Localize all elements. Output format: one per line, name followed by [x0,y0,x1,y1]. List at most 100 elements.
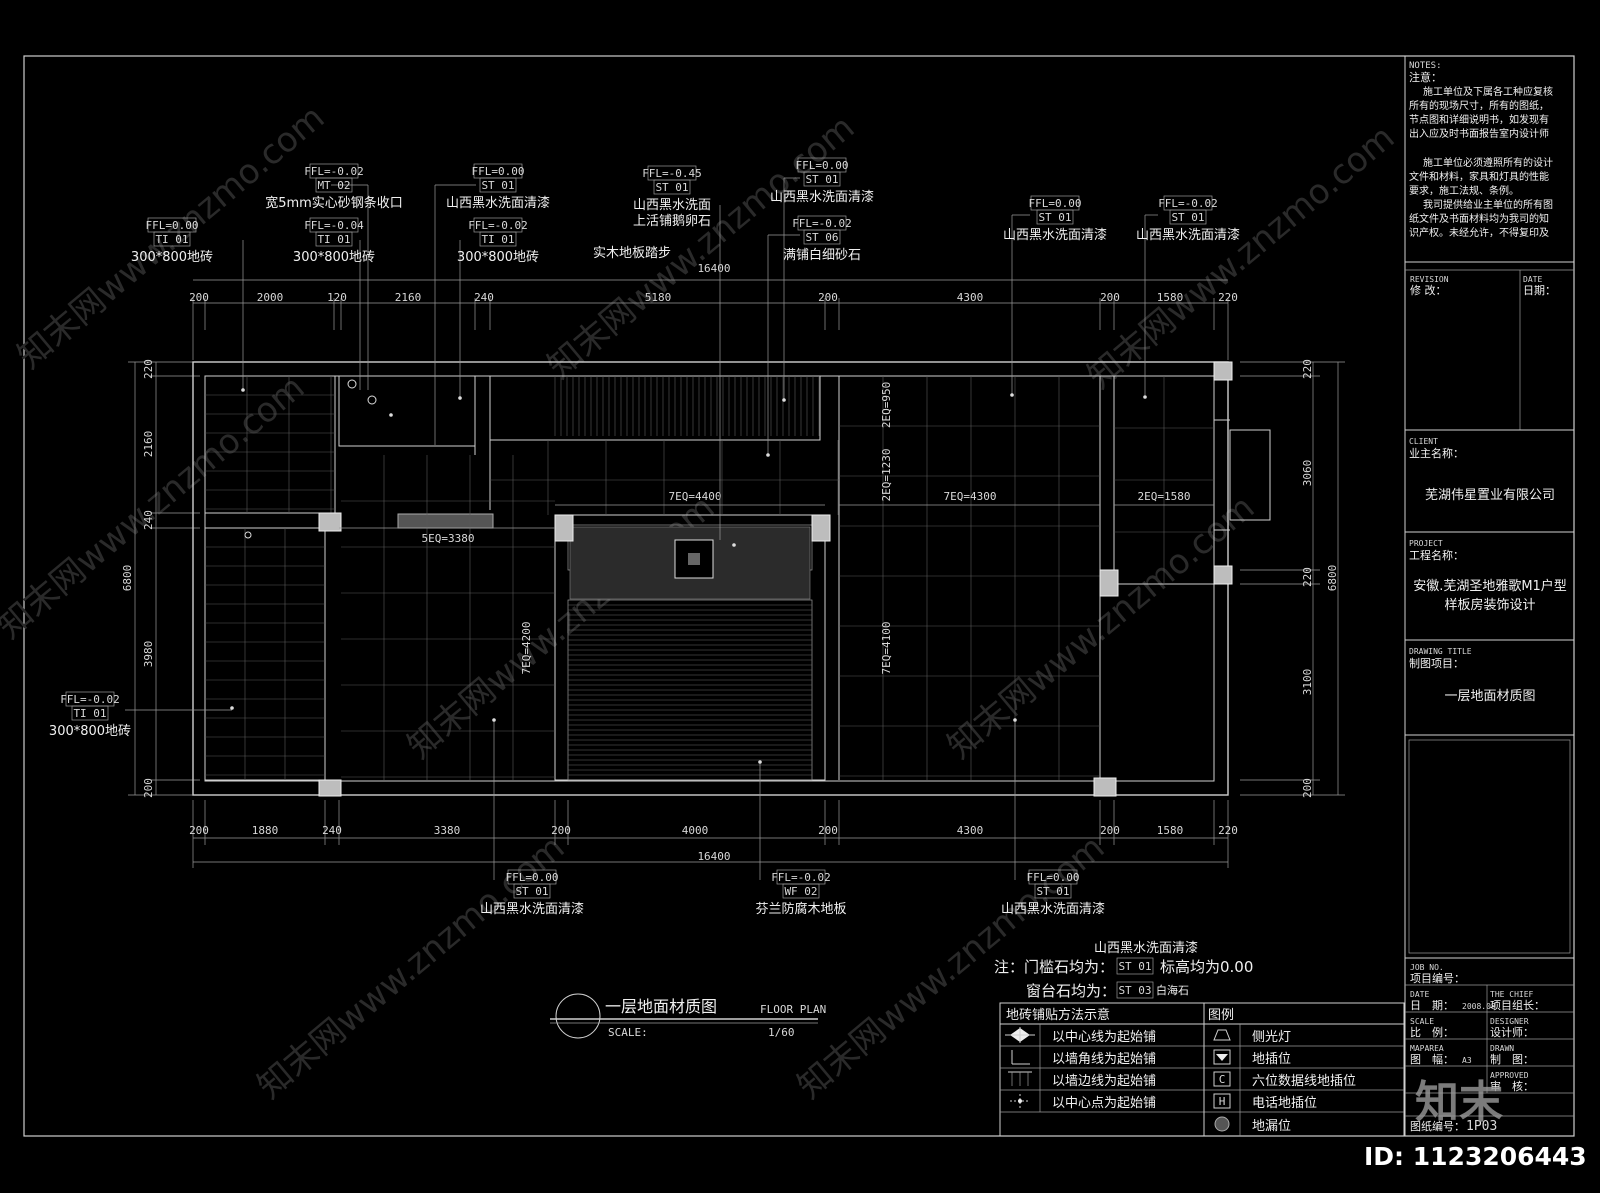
client-en: CLIENT [1409,437,1438,446]
size-en: MAPAREA [1410,1044,1444,1053]
scale-cn: 比 例： [1410,1025,1454,1039]
size-value: A3 [1462,1056,1472,1065]
watermark-text: 知末网www.znzmo.com [250,827,572,1106]
tag-ffl: FFL=0.00 [796,159,849,172]
brand-logo: 知末 [1415,1077,1503,1128]
tag-code: ST 01 [805,173,838,186]
stair-treads [554,376,820,436]
dim-left: 200 [142,778,155,798]
tag-desc-2: 上活铺鹅卵石 [633,213,711,229]
tag-ffl: FFL=0.00 [506,871,559,884]
deck-boards [568,604,812,776]
wall-edge-icon [1008,1071,1032,1086]
watermark-text: 知末网www.znzmo.com [1080,117,1402,396]
notes-cn: 注意： [1409,70,1442,84]
left-dimensions: 220 2160 240 3980 200 6800 [121,359,200,798]
notes-line2b: 白海石 [1156,983,1189,997]
tag-code: TI 01 [155,233,188,246]
right-dimensions: 220 3060 220 3100 200 6800 [1240,359,1345,798]
dim-top: 200 [1100,291,1120,304]
tag-desc: 山西黑水洗面清漆 [1136,227,1240,243]
tile-grids [205,376,1214,780]
date2-en: DATE [1410,990,1429,999]
client-cn: 业主名称： [1409,446,1464,460]
notes-line1a: 注：门槛石均为： [994,958,1114,976]
approved-cn: 审 核： [1490,1079,1534,1093]
legend-table: 地砖铺贴方法示意 图例 以中心线为起始铺 以墙角线为起始铺 以墙边线为起始铺 以… [999,1002,1405,1137]
floor-socket-icon [1213,1049,1231,1065]
symbol-glyph: H [1219,1095,1226,1108]
notes-line: 出入应及时书面报告室内设计师 [1409,127,1549,140]
tag-ffl: FFL=0.00 [1027,871,1080,884]
notes-line: 识产权。未经允许，不得复印及 [1409,226,1549,239]
tag-desc: 山西黑水洗面清漆 [770,189,874,205]
job-en: JOB NO. [1410,963,1444,972]
tag-code: ST 06 [805,231,838,244]
legend-header-left: 地砖铺贴方法示意 [1006,1007,1110,1023]
tag-desc: 山西黑水洗面清漆 [1001,901,1105,917]
notes-line: 要求，施工法规、条例。 [1409,184,1519,197]
dim-top: 120 [327,291,347,304]
dim-top: 1580 [1157,291,1184,304]
chief-cn: 项目组长： [1490,998,1545,1012]
tag-code: ST 01 [515,885,548,898]
revision-cn: 修 改： [1410,283,1447,297]
legend-method: 以墙角线为起始铺 [1052,1052,1156,1067]
data-socket-icon: C [1213,1071,1231,1087]
eq-dim: 7EQ=4300 [944,490,997,503]
eq-dim: 7EQ=4100 [880,622,893,675]
eq-dim: 5EQ=3380 [422,532,475,545]
dim-right-total: 6800 [1326,565,1339,592]
date2-cn: 日 期： [1410,999,1454,1012]
tag-code: TI 01 [73,707,106,720]
tag-code: ST 01 [1038,211,1071,224]
project-cn: 工程名称： [1409,548,1464,562]
dim-top: 240 [474,291,494,304]
leader-lines [125,177,1158,880]
dim-right: 3100 [1301,669,1314,696]
legend-symbol-label: 侧光灯 [1252,1030,1291,1045]
center-line-icon [1005,1027,1035,1043]
dim-top: 2160 [395,291,422,304]
dim-bottom: 3380 [434,824,461,837]
dim-left-total: 6800 [121,565,134,592]
dim-right: 3060 [1301,460,1314,487]
drawing-title-label-cn: 制图项目： [1409,657,1464,670]
tag-desc: 山西黑水洗面清漆 [446,195,550,211]
tag-code: ST 01 [1036,885,1069,898]
legend-method: 以中心线为起始铺 [1052,1030,1156,1045]
dim-top: 4300 [957,291,984,304]
dim-left: 2160 [142,431,155,458]
tag-code: MT 02 [317,179,350,192]
dim-top: 220 [1218,291,1238,304]
image-id: ID: 1123206443 [1364,1142,1587,1171]
tag-code: WF 02 [784,885,817,898]
tag-desc: 芬兰防腐木地板 [755,901,846,917]
fixture-dots [230,379,1147,764]
legend-symbol-label: 电话地插位 [1252,1096,1317,1111]
tag-code: TI 01 [481,233,514,246]
top-dimensions: 200 2000 120 2160 240 5180 200 4300 200 … [189,262,1238,360]
notes-line: 文件和材料，家具和灯具的性能 [1409,170,1549,183]
notes-line: 施工单位必须遵照所有的设计 [1423,156,1553,169]
notes-line: 我司提供给业主单位的所有图 [1423,198,1553,211]
client-name: 芜湖伟星置业有限公司 [1425,488,1555,503]
tag-desc: 满铺白细砂石 [783,247,861,263]
eq-dim: 7EQ=4400 [669,490,722,503]
notes-line: 所有的现场尺寸，所有的图纸， [1409,99,1549,112]
dim-bottom: 200 [551,824,571,837]
drawn-en: DRAWN [1490,1044,1514,1053]
dim-bottom: 1580 [1157,824,1184,837]
legend-symbol-label: 地漏位 [1252,1118,1291,1134]
dim-bottom: 200 [1100,824,1120,837]
notes-line: 纸文件及书面材料均为我司的知 [1409,212,1549,225]
phone-socket-icon: H [1213,1093,1231,1109]
